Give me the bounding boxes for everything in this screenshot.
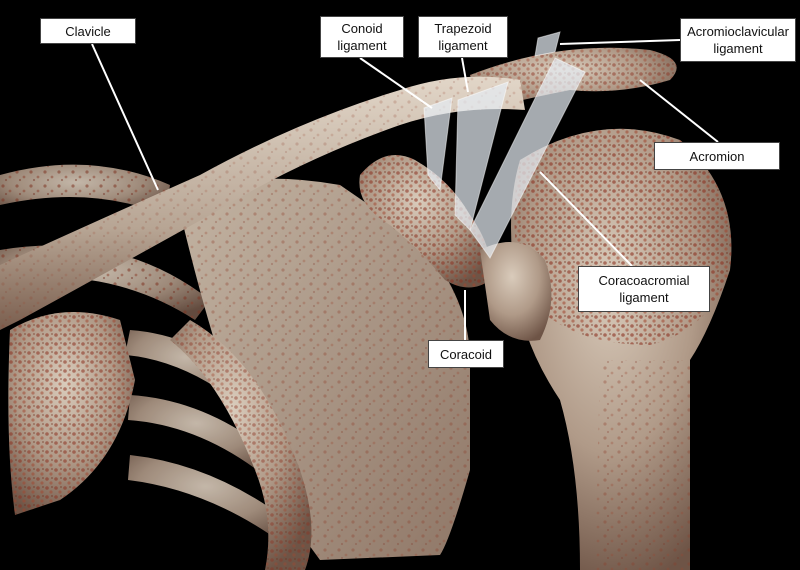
label-conoid-ligament: Conoid ligament [320,16,404,58]
label-clavicle: Clavicle [40,18,136,44]
label-coracoacromial-ligament: Coracoacromial ligament [578,266,710,312]
label-acromion: Acromion [654,142,780,170]
label-trapezoid-ligament: Trapezoid ligament [418,16,508,58]
label-acromioclavicular-ligament: Acromioclavicular ligament [680,18,796,62]
label-coracoid: Coracoid [428,340,504,368]
